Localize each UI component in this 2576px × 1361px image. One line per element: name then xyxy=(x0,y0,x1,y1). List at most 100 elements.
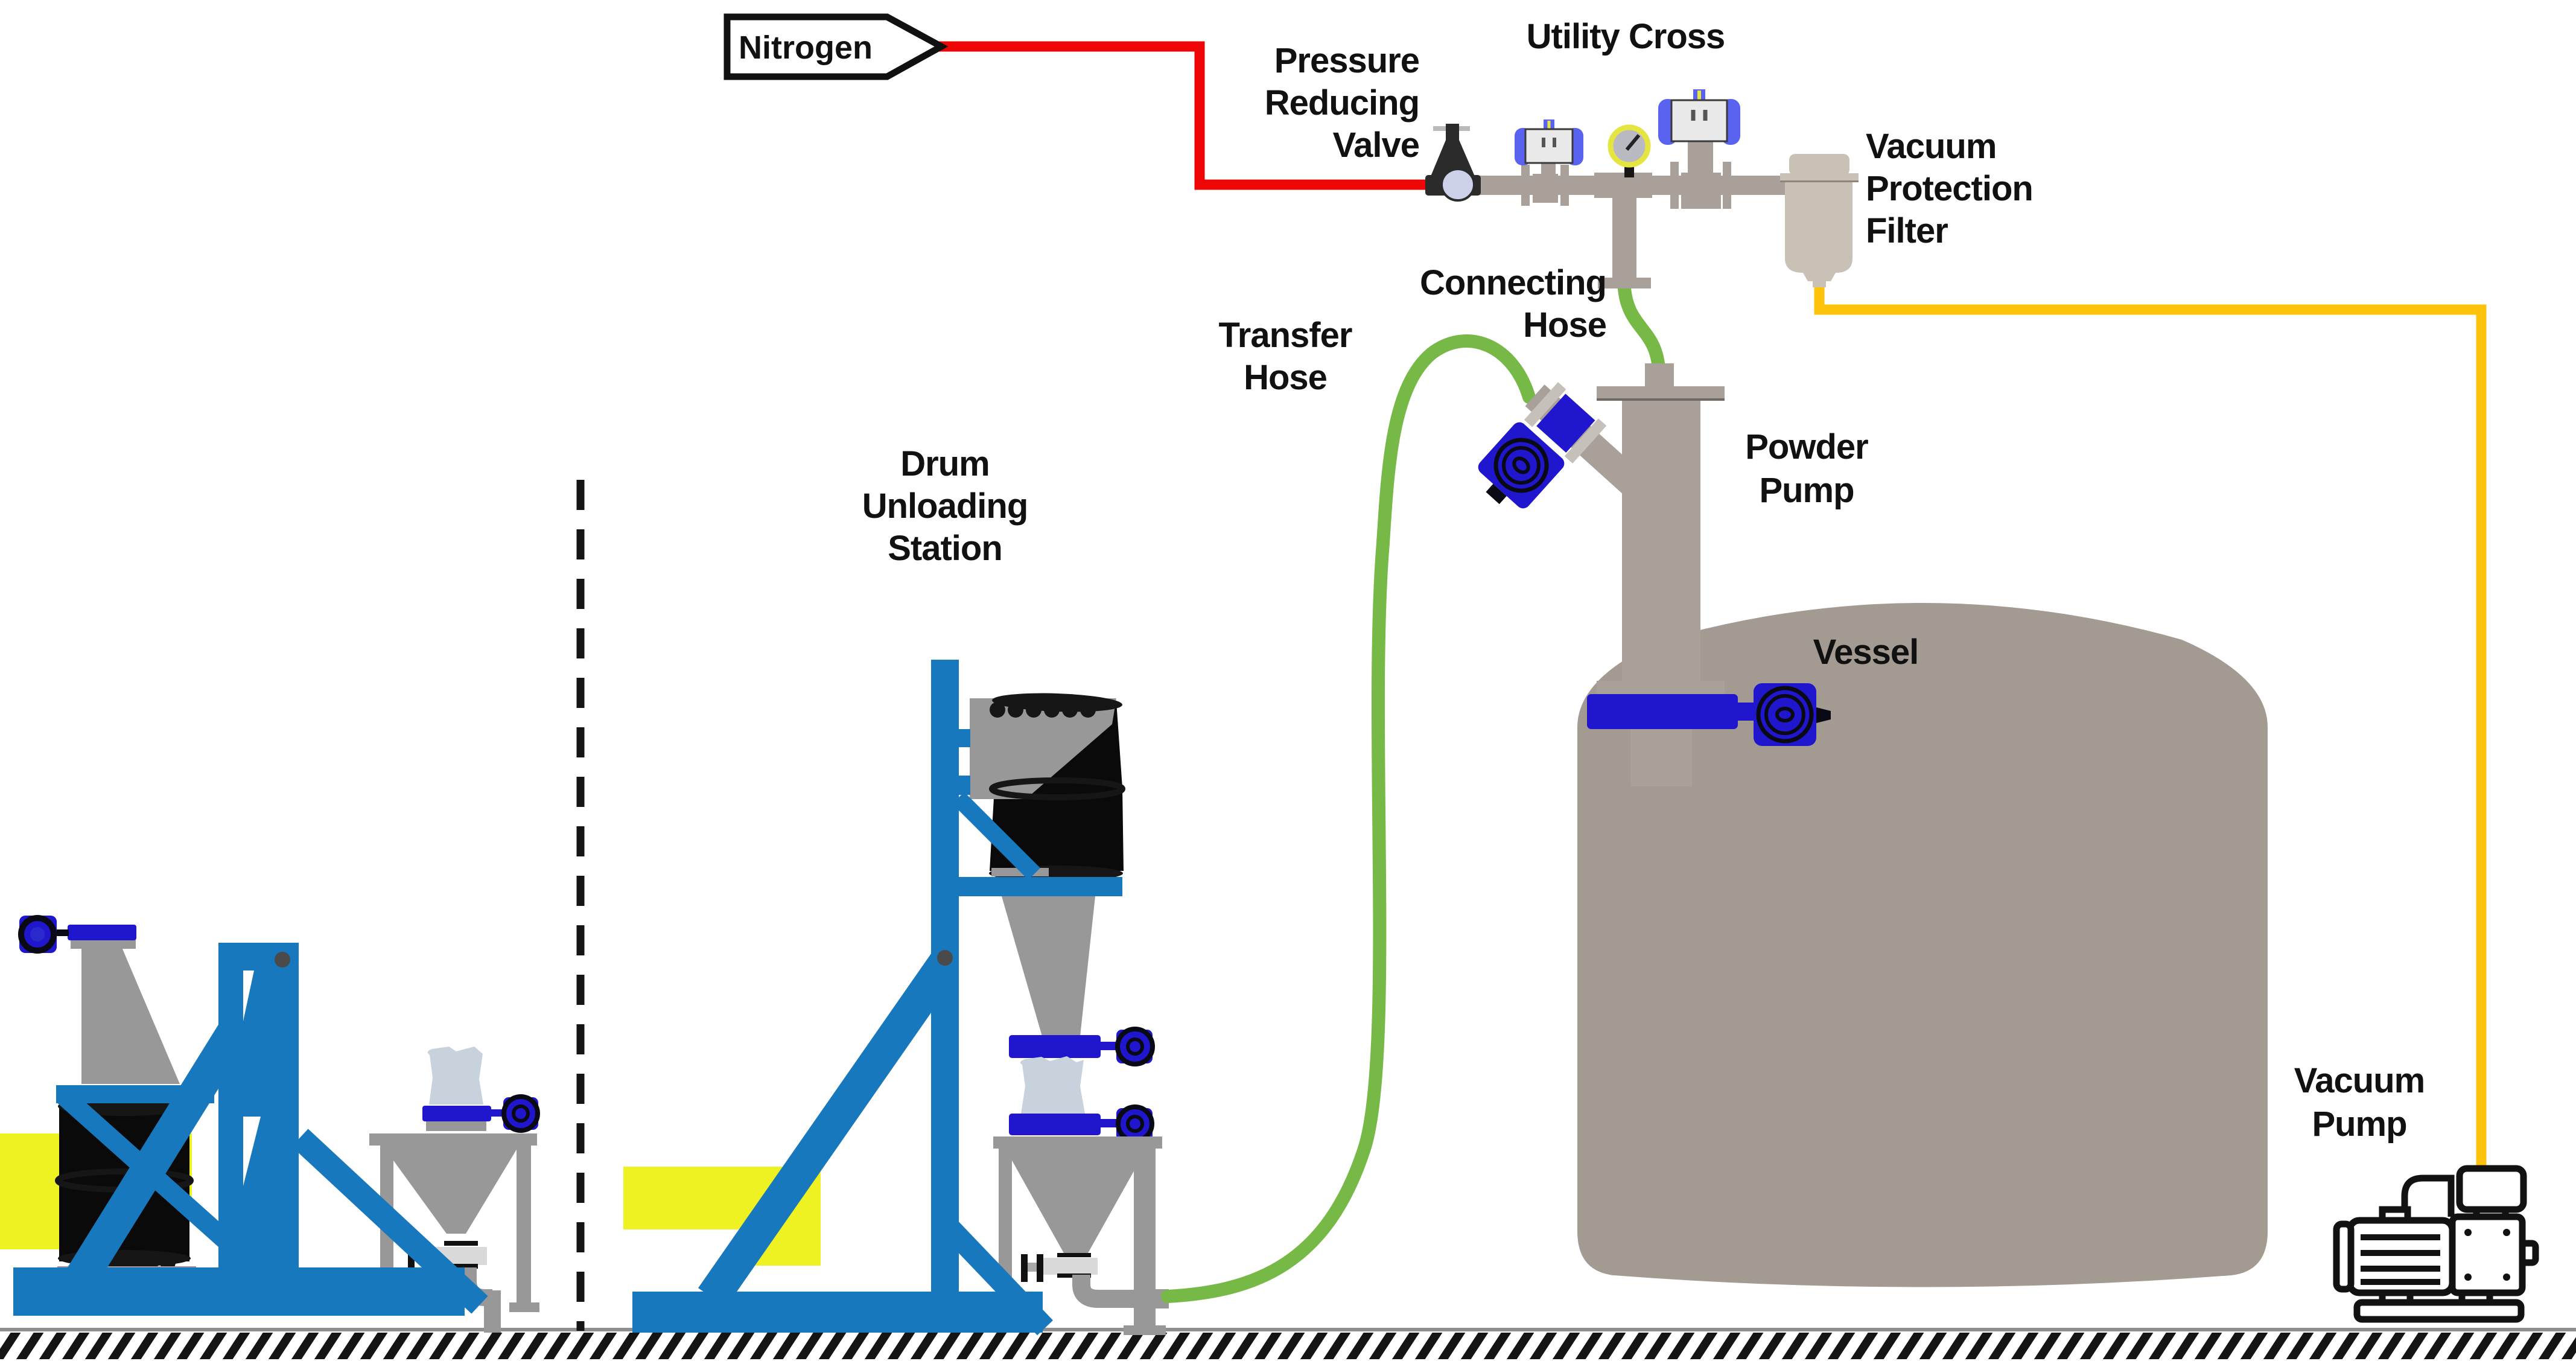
left-drum-station xyxy=(0,915,540,1333)
middle-shelf-brace xyxy=(952,792,1040,880)
vpump-motor-cap xyxy=(2333,1220,2355,1293)
filter-body xyxy=(1785,182,1852,281)
middle-receiver-hopper xyxy=(993,1136,1169,1335)
svg-text:Valve: Valve xyxy=(1333,126,1419,165)
powder-pump xyxy=(1478,363,1831,786)
middle-valve1-bar xyxy=(1009,1035,1101,1058)
pump-branch-flange1 xyxy=(1524,382,1566,427)
middle-drain-handle-rod xyxy=(1028,1263,1037,1272)
pressure-gauge-icon xyxy=(1608,124,1651,177)
tilted-drum-clamps xyxy=(990,702,1096,718)
vpump-inlet-box xyxy=(2456,1165,2527,1213)
label-connecting-hose: Connecting Hose xyxy=(1420,263,1607,345)
label-pressure-reducing-valve: Pressure Reducing Valve xyxy=(1265,41,1420,165)
ground-hatch xyxy=(0,1333,2576,1359)
drum-unloading-station xyxy=(623,660,1169,1336)
left-hopper-cone xyxy=(383,1146,519,1234)
svg-text:Unloading: Unloading xyxy=(862,486,1028,526)
middle-drain-handle-bar2 xyxy=(1037,1254,1043,1282)
left-frame xyxy=(13,943,488,1316)
middle-valve-1 xyxy=(1009,1027,1155,1066)
vpump-base xyxy=(2353,1299,2525,1323)
cross-tee-bulge xyxy=(1594,173,1652,198)
middle-frame-base xyxy=(632,1292,1043,1333)
middle-hopper-foot xyxy=(1124,1325,1166,1335)
vpump-side-nub xyxy=(2519,1240,2539,1266)
svg-text:Powder: Powder xyxy=(1745,427,1868,467)
left-mast-slot xyxy=(243,971,254,1021)
left-drain-stub xyxy=(484,1290,501,1333)
svg-text:Filter: Filter xyxy=(1866,211,1948,250)
connecting-hose xyxy=(1618,282,1665,377)
left-frame-shelf xyxy=(56,1085,214,1103)
big-actuated-valve xyxy=(1658,89,1740,194)
ground xyxy=(0,1328,2576,1359)
nitrogen-label: Nitrogen xyxy=(739,30,873,66)
small-valve-actuator-body xyxy=(1524,128,1574,164)
middle-valve2-bar xyxy=(1009,1114,1101,1135)
middle-drain-elbow xyxy=(1072,1275,1150,1308)
left-drain-flange-top xyxy=(444,1241,478,1246)
label-drum-unloading-station: Drum Unloading Station xyxy=(862,444,1029,568)
middle-hopper-cone xyxy=(1005,1149,1146,1254)
label-utility-cross: Utility Cross xyxy=(1527,17,1725,56)
prv-stem xyxy=(1446,124,1459,142)
middle-valve2-handwheel-icon xyxy=(1116,1104,1154,1143)
left-hopper-top-plate xyxy=(369,1133,537,1146)
left-hopper-valve-bar xyxy=(422,1106,491,1121)
left-hopper-leg-right xyxy=(517,1146,531,1306)
svg-text:Pressure: Pressure xyxy=(1274,41,1419,80)
vpump-motor-fins xyxy=(2361,1234,2440,1285)
svg-text:Vacuum: Vacuum xyxy=(2294,1061,2425,1100)
left-receiver-hopper xyxy=(369,1047,540,1333)
left-top-valve-bar xyxy=(68,925,136,940)
vessel: Vessel xyxy=(1577,603,2268,1287)
label-vacuum-pump: Vacuum Pump xyxy=(2294,1061,2425,1144)
left-drum-cone xyxy=(81,948,180,1084)
svg-text:Protection: Protection xyxy=(1866,169,2033,208)
pump-branch-handwheel-ring xyxy=(1502,446,1541,485)
pump-body xyxy=(1622,401,1700,683)
left-cone-top-plate xyxy=(71,939,136,949)
middle-frame-a-leg xyxy=(698,953,959,1308)
pump-branch-hub xyxy=(1512,456,1530,474)
left-top-valve xyxy=(18,915,136,954)
middle-frame xyxy=(632,660,1122,1336)
filter-cap xyxy=(1789,154,1849,176)
vessel-label: Vessel xyxy=(1813,633,1919,672)
pump-branch-valve-actuator xyxy=(1478,422,1565,509)
middle-bellows xyxy=(1020,1056,1085,1114)
svg-text:Connecting: Connecting xyxy=(1420,263,1606,302)
label-vacuum-protection-filter: Vacuum Protection Filter xyxy=(1866,127,2034,250)
left-hopper-valve-handwheel-icon xyxy=(501,1094,540,1133)
middle-valve1-rod xyxy=(1101,1042,1118,1050)
middle-drain-handle-bar xyxy=(1021,1254,1028,1282)
cross-down-flange xyxy=(1598,278,1651,288)
middle-valve1-hub xyxy=(1126,1037,1144,1056)
left-pivot-icon xyxy=(275,952,290,967)
svg-text:Pump: Pump xyxy=(1759,471,1854,510)
pump-branch-valve xyxy=(1536,394,1595,453)
middle-drain-flange-top xyxy=(1057,1253,1091,1257)
pump-branch-flange2 xyxy=(1564,418,1607,464)
pump-top-flange xyxy=(1597,386,1725,400)
middle-valve1-handwheel-icon xyxy=(1115,1027,1155,1066)
left-top-valve-rod xyxy=(53,929,69,936)
left-top-valve-hub xyxy=(30,927,45,942)
middle-valve2-rod xyxy=(1101,1119,1118,1127)
small-valve-tee xyxy=(1533,174,1558,203)
svg-text:Hose: Hose xyxy=(1244,358,1327,397)
vpump-bolts xyxy=(2464,1229,2510,1281)
label-powder-pump: Powder Pump xyxy=(1745,427,1869,510)
filter-lip xyxy=(1780,173,1859,182)
gauge-collar xyxy=(1624,164,1634,177)
svg-text:Pump: Pump xyxy=(2312,1104,2406,1144)
pump-bottom-valve xyxy=(1587,683,1831,746)
pump-bottom-wedge xyxy=(1816,707,1831,723)
transfer-hose xyxy=(1161,334,1536,1303)
prv-diaphragm xyxy=(1440,168,1475,202)
filter-seam xyxy=(1780,180,1859,182)
svg-text:Reducing: Reducing xyxy=(1265,83,1419,123)
vessel-body xyxy=(1577,603,2268,1287)
pressure-reducing-valve xyxy=(1425,124,1481,202)
